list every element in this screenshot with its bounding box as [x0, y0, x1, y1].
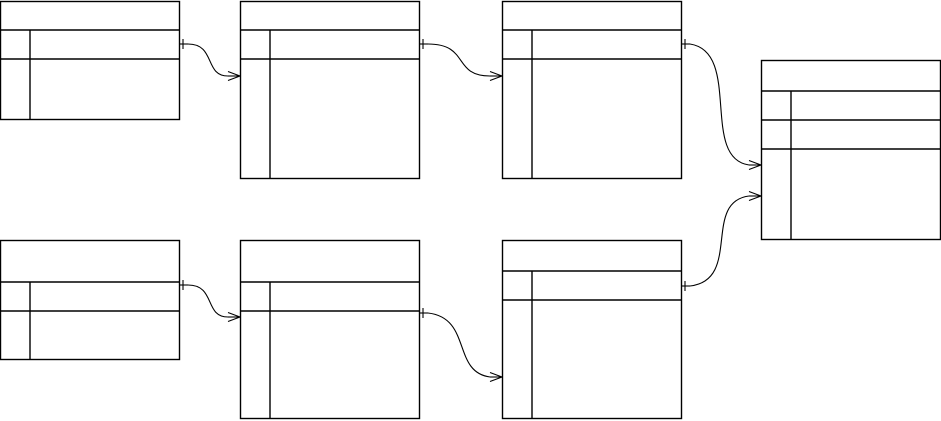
cardinality-many-crowsfoot-icon	[227, 311, 241, 318]
entity-dim_productcategory[interactable]	[0, 239, 181, 361]
entity-dim_productsubcategory[interactable]	[239, 239, 421, 420]
cardinality-many-crowsfoot-icon	[489, 376, 503, 383]
relationship-product-to-fctsales[interactable]	[682, 190, 762, 292]
entity-border	[239, 239, 421, 420]
entity-border	[0, 0, 181, 121]
entity-dim_address[interactable]	[501, 0, 683, 180]
entity-dim_stateprovince[interactable]	[239, 0, 421, 180]
cardinality-many-crowsfoot-icon	[227, 70, 241, 77]
entity-dim_countryregion[interactable]	[0, 0, 181, 121]
cardinality-many-crowsfoot-icon	[227, 316, 241, 323]
entity-border	[501, 0, 683, 180]
cardinality-many-crowsfoot-icon	[489, 75, 503, 82]
cardinality-many-crowsfoot-icon	[748, 190, 762, 197]
entity-fct_sales[interactable]	[760, 59, 941, 241]
cardinality-many-crowsfoot-icon	[489, 371, 503, 378]
relationship-subcategory-to-product[interactable]	[420, 308, 503, 383]
relationship-line	[427, 312, 491, 378]
relationship-countryregion-to-stateprovince[interactable]	[180, 39, 241, 82]
entity-border	[501, 239, 683, 420]
entity-border	[0, 239, 181, 361]
cardinality-many-crowsfoot-icon	[748, 195, 762, 202]
entity-border	[239, 0, 421, 180]
cardinality-many-crowsfoot-icon	[227, 75, 241, 82]
entity-dim_product[interactable]	[501, 239, 683, 420]
cardinality-many-crowsfoot-icon	[489, 70, 503, 77]
relationship-line	[187, 284, 229, 318]
relationships-layer	[180, 39, 762, 383]
relationship-stateprovince-to-address[interactable]	[420, 39, 503, 82]
relationship-line	[427, 43, 491, 77]
relationship-productcategory-to-subcategory[interactable]	[180, 280, 241, 323]
relationship-address-to-fctsales[interactable]	[682, 39, 762, 171]
cardinality-many-crowsfoot-icon	[748, 164, 762, 171]
entity-border	[760, 59, 941, 241]
cardinality-many-crowsfoot-icon	[748, 159, 762, 166]
relationship-line	[187, 43, 229, 77]
relationship-line	[689, 195, 750, 287]
relationship-line	[689, 43, 750, 166]
